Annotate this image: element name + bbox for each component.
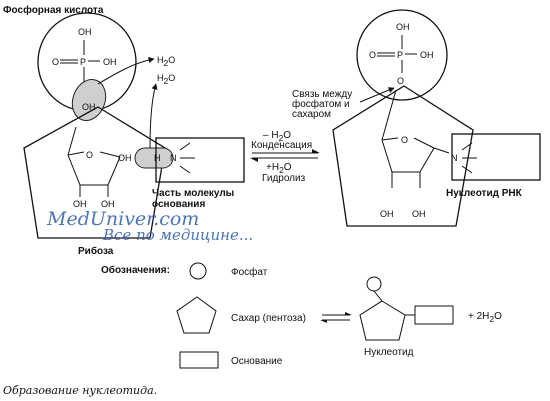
legend-phosphate-label: Фосфат	[231, 266, 268, 278]
legend-base-label: Основание	[231, 356, 283, 367]
svg-text:H2O: H2O	[157, 55, 175, 68]
figure-caption: Образование нуклеотида.	[3, 384, 157, 397]
ribose-pentagon	[23, 106, 166, 239]
svg-text:сахаром: сахаром	[292, 109, 331, 120]
svg-text:O: O	[397, 76, 404, 86]
released-water-2: H2O	[149, 73, 175, 149]
svg-text:OH: OH	[396, 22, 410, 32]
svg-text:фосфатом и: фосфатом и	[292, 98, 350, 110]
product-phosphate-structure: OH O P OH O	[369, 22, 434, 86]
svg-text:OH: OH	[420, 50, 434, 60]
svg-text:OH: OH	[412, 209, 426, 219]
legend-equilibrium-arrows	[320, 312, 352, 323]
product-sugar-pentagon	[332, 85, 474, 227]
base-h-highlight: H	[134, 147, 174, 169]
base-rectangle	[155, 137, 245, 183]
svg-text:O: O	[401, 135, 408, 145]
base-n-label: N	[170, 153, 177, 163]
svg-text:Связь между: Связь между	[292, 89, 352, 100]
watermark-line1: MedUniver.com	[46, 208, 199, 230]
reaction-arrows: – H2O Конденсация +H2O Гидролиз	[250, 130, 320, 184]
ribose-oh-3-label: OH	[101, 199, 115, 209]
svg-text:H2O: H2O	[157, 73, 175, 86]
svg-text:P: P	[397, 50, 403, 60]
legend-nucleotide-schematic	[359, 276, 454, 341]
base-h-label: H	[154, 153, 161, 163]
bond-label: Связь между фосфатом и сахаром	[292, 87, 395, 120]
product-sugar-ring: O OH OH N	[380, 89, 477, 219]
ribose-oh-2-label: OH	[73, 199, 87, 209]
legend-phosphate-symbol	[189, 262, 207, 280]
plus-water-label: +H2O	[266, 162, 292, 175]
phosphoric-acid-label: Фосфорная кислота	[3, 4, 104, 16]
double-o-label: O	[52, 57, 59, 67]
legend-base-symbol	[179, 351, 219, 369]
rna-nucleotide-label: Нуклеотид РНК	[446, 188, 523, 199]
top-oh-label: OH	[78, 27, 92, 37]
product-base-rectangle	[451, 133, 541, 181]
svg-text:O: O	[369, 50, 376, 60]
ribose-label: Рибоза	[78, 245, 114, 257]
legend-title: Обозначения:	[101, 264, 170, 276]
ring-oxygen-label: O	[86, 150, 93, 160]
base-part-label-line1: Часть молекулы	[152, 188, 234, 199]
c1-oh-label: OH	[118, 153, 132, 163]
product-phosphate-circle	[356, 9, 448, 101]
ribose-oh-highlight: OH	[71, 79, 107, 121]
right-oh-label: OH	[103, 57, 117, 67]
phosphorus-label: P	[80, 57, 86, 67]
hydrolysis-label: Гидролиз	[262, 173, 306, 184]
watermark-line2: Все по медицине...	[102, 226, 253, 244]
condensation-label: Конденсация	[251, 140, 312, 151]
ribose-oh-label: OH	[82, 102, 96, 112]
legend-nucleotide-label: Нуклеотид	[364, 347, 414, 358]
legend-sugar-symbol	[176, 296, 217, 334]
svg-text:N: N	[451, 153, 458, 163]
released-water-1: H2O	[97, 55, 175, 85]
legend-plus-water: + 2H2O	[468, 311, 502, 324]
legend-sugar-label: Сахар (пентоза)	[231, 313, 306, 324]
svg-text:OH: OH	[380, 209, 394, 219]
base-part-label-line2: основания	[152, 199, 205, 210]
ribose-ring: O OH OH	[67, 126, 121, 209]
minus-water-label: – H2O	[263, 130, 291, 143]
